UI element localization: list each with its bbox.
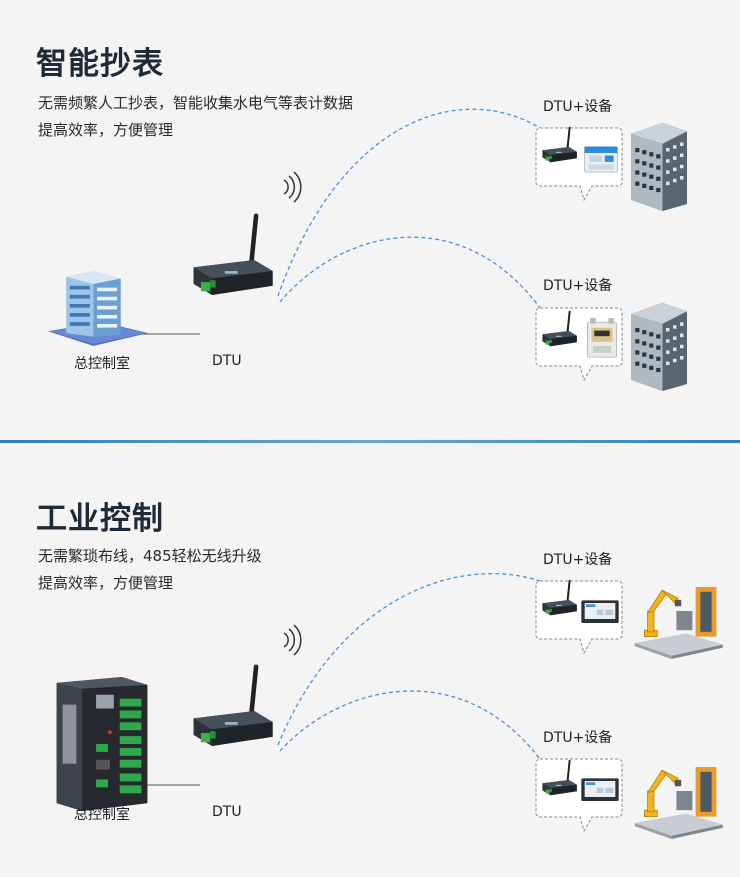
touch-panel-icon [581, 600, 619, 623]
dtu-label: DTU [212, 804, 242, 820]
control-room-label: 总控制室 [74, 356, 130, 372]
wireless-link [277, 108, 541, 297]
section-industrial-control: 工业控制 无需繁琐布线，485轻松无线升级 提高效率，方便管理 [0, 445, 740, 877]
dtu-router-icon [194, 667, 273, 746]
speech-bubble [535, 758, 623, 833]
bubble-label: DTU+设备 [543, 730, 613, 746]
dtu-router-icon [194, 216, 273, 295]
bubble-label: DTU+设备 [543, 552, 613, 568]
description-line: 提高效率，方便管理 [38, 121, 174, 139]
touch-panel-icon [581, 778, 619, 801]
section-divider [0, 440, 740, 443]
wireless-signal-icon [283, 171, 302, 203]
control-room-label: 总控制室 [74, 807, 130, 823]
office-building-icon [48, 271, 148, 346]
electric-meter-icon [584, 146, 618, 173]
office-building-icon [631, 122, 687, 211]
network-diagram [48, 108, 687, 391]
office-building-icon [631, 302, 687, 391]
bubble-label: DTU+设备 [543, 99, 613, 115]
wireless-link [279, 236, 541, 309]
section-title: 工业控制 [36, 501, 164, 537]
bubble-label: DTU+设备 [543, 278, 613, 294]
description-line: 无需频繁人工抄表，智能收集水电气等表计数据 [38, 94, 354, 112]
speech-bubble [535, 127, 623, 202]
section-description: 无需繁琐布线，485轻松无线升级 提高效率，方便管理 [38, 543, 262, 597]
speech-bubble [535, 580, 623, 655]
section-description: 无需频繁人工抄表，智能收集水电气等表计数据 提高效率，方便管理 [38, 90, 353, 144]
section-title: 智能抄表 [36, 46, 164, 82]
gas-meter-icon [586, 318, 618, 358]
network-diagram [56, 573, 724, 840]
industrial-robot-icon [634, 766, 724, 840]
wireless-link [277, 573, 541, 746]
section-smart-metering: 智能抄表 无需频繁人工抄表，智能收集水电气等表计数据 提高效率，方便管理 [36, 46, 687, 391]
description-line: 提高效率，方便管理 [38, 574, 174, 592]
plc-controller-icon [56, 676, 148, 812]
wireless-signal-icon [283, 624, 302, 656]
wireless-link [279, 690, 541, 760]
description-line: 无需繁琐布线，485轻松无线升级 [38, 547, 262, 565]
industrial-robot-icon [634, 586, 724, 660]
dtu-label: DTU [212, 353, 242, 369]
